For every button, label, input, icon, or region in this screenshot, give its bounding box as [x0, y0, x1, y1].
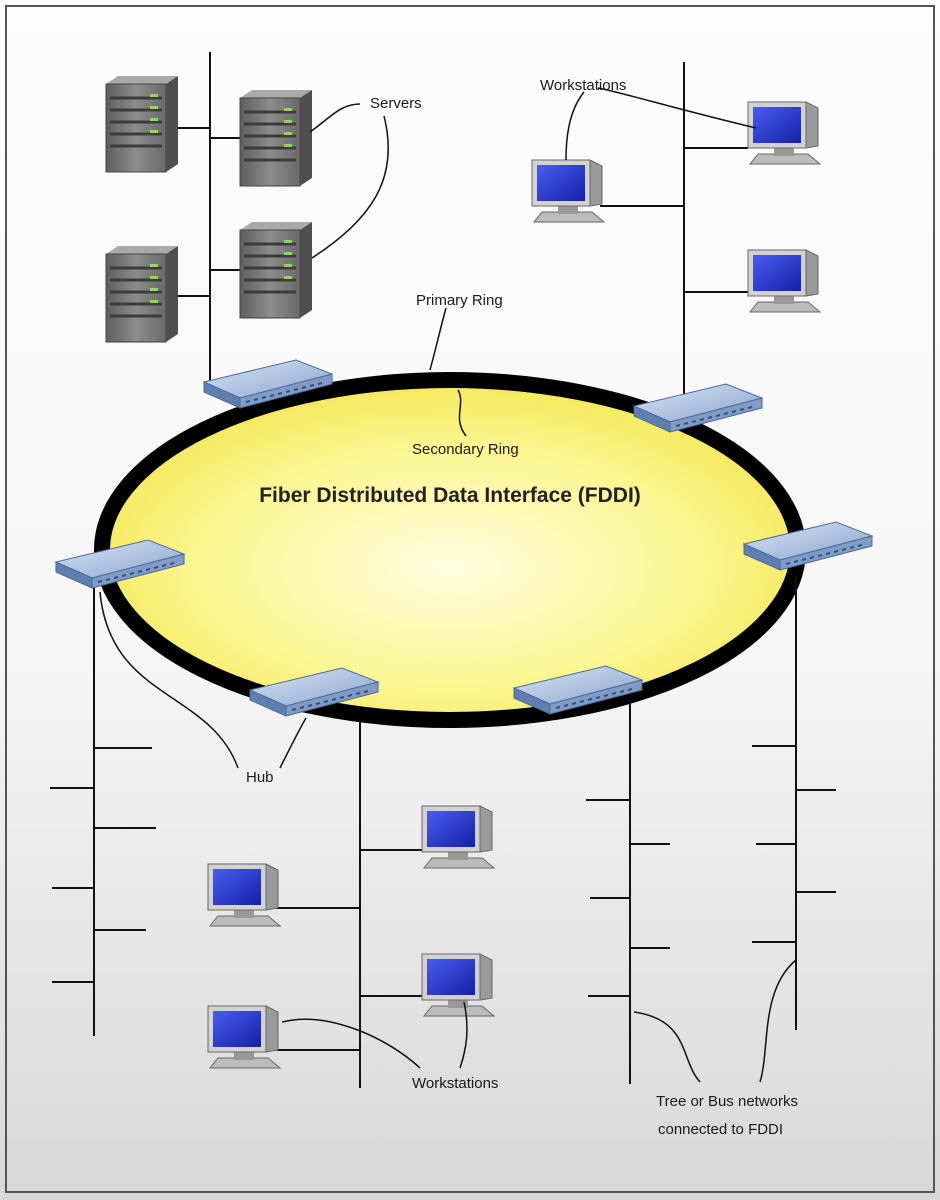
diagram-title: Fiber Distributed Data Interface (FDDI) [259, 484, 641, 507]
workstation-backbone-top [600, 62, 748, 398]
secondary-ring-label: Secondary Ring [412, 441, 519, 458]
server-3 [104, 244, 180, 344]
fddi-ring [94, 372, 806, 728]
workstation-bottom-1 [421, 805, 495, 869]
workstation-bottom-2 [207, 863, 281, 927]
server-1 [104, 74, 180, 174]
frame-border [5, 5, 935, 1193]
server-backbone [178, 52, 242, 382]
workstations-top-callout [565, 87, 757, 161]
servers-callout [309, 103, 389, 259]
ring-callouts [429, 307, 467, 437]
workstations-top-label: Workstations [540, 77, 626, 94]
primary-ring-label: Primary Ring [416, 292, 503, 309]
server-4 [238, 220, 314, 320]
workstation-bottom-3 [421, 953, 495, 1017]
workstation-top-1 [747, 101, 821, 165]
workstation-top-2 [531, 159, 605, 223]
servers-label: Servers [370, 95, 422, 112]
workstation-top-3 [747, 249, 821, 313]
workstation-bottom-4 [207, 1005, 281, 1069]
hub-label: Hub [246, 769, 274, 786]
bus-network-right [586, 576, 836, 1084]
tree-bus-label-line2: connected to FDDI [658, 1121, 783, 1138]
hub-callout [99, 591, 307, 769]
workstation-backbone-bottom [276, 718, 424, 1088]
bus-network-left [50, 586, 156, 1036]
workstations-bottom-label: Workstations [412, 1075, 498, 1092]
tree-bus-label-line1: Tree or Bus networks [656, 1093, 798, 1110]
tree-bus-callout [633, 959, 797, 1083]
server-2 [238, 88, 314, 188]
workstations-bottom-callout [281, 1001, 468, 1069]
